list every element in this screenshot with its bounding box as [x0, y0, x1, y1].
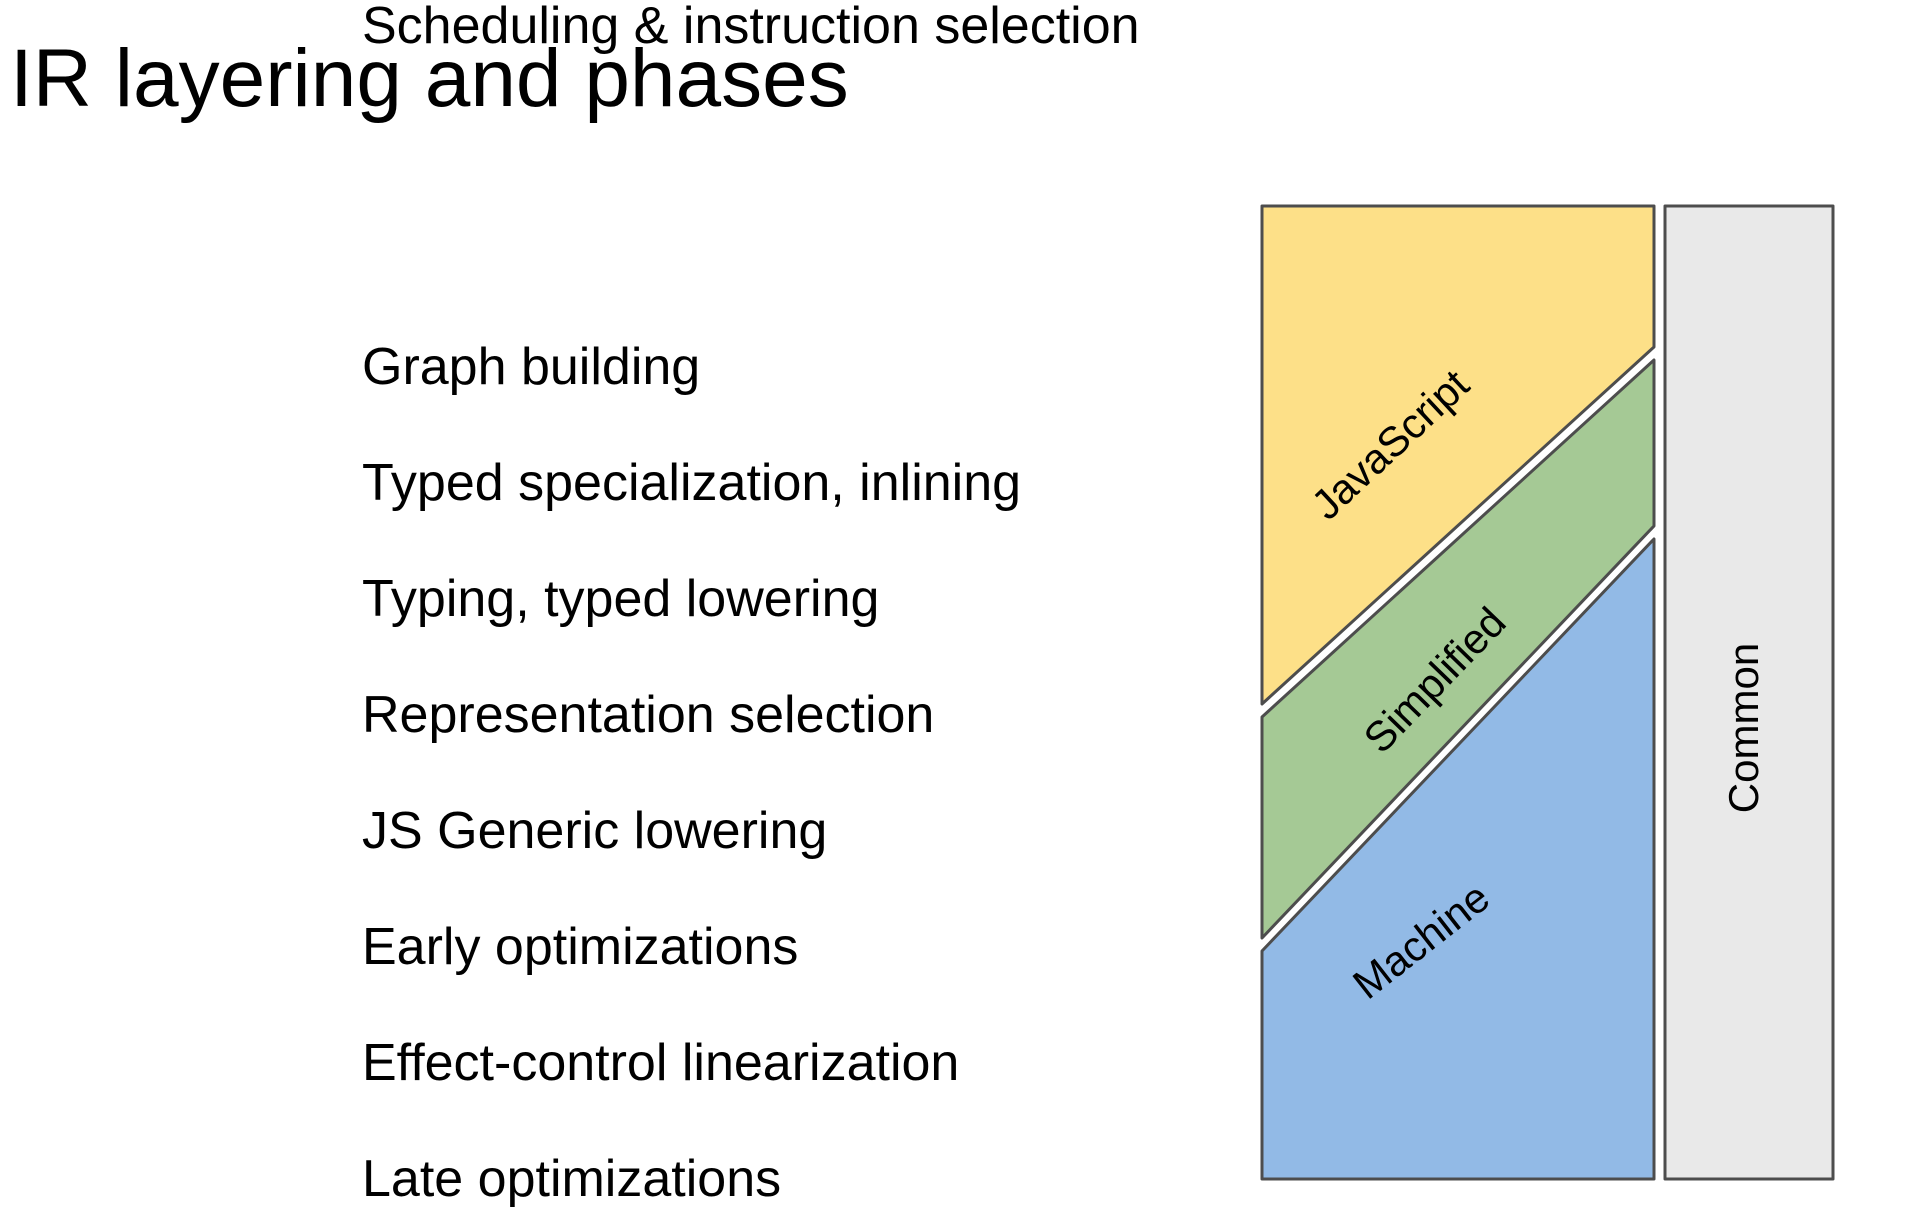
phase-scheduling-instruction-selection: Scheduling & instruction selection	[362, 0, 1140, 55]
phase-typing-typed-lowering: Typing, typed lowering	[362, 570, 880, 628]
javascript-layer-shape	[1260, 204, 1656, 706]
phase-graph-building: Graph building	[362, 338, 701, 396]
phase-late-optimizations: Late optimizations	[362, 1150, 782, 1208]
phase-early-optimizations: Early optimizations	[362, 918, 799, 976]
simplified-layer-shape	[1260, 358, 1656, 940]
phase-js-generic-lowering: JS Generic lowering	[362, 802, 828, 860]
phase-typed-specialization-inlining: Typed specialization, inlining	[362, 454, 1022, 512]
common-layer-shape	[1663, 204, 1835, 1181]
phase-effect-control-linearization: Effect-control linearization	[362, 1034, 960, 1092]
phase-representation-selection: Representation selection	[362, 686, 935, 744]
page-title: IR layering and phases	[10, 33, 849, 124]
common-layer-label: Common	[1720, 643, 1767, 813]
machine-layer-shape	[1260, 537, 1656, 1181]
